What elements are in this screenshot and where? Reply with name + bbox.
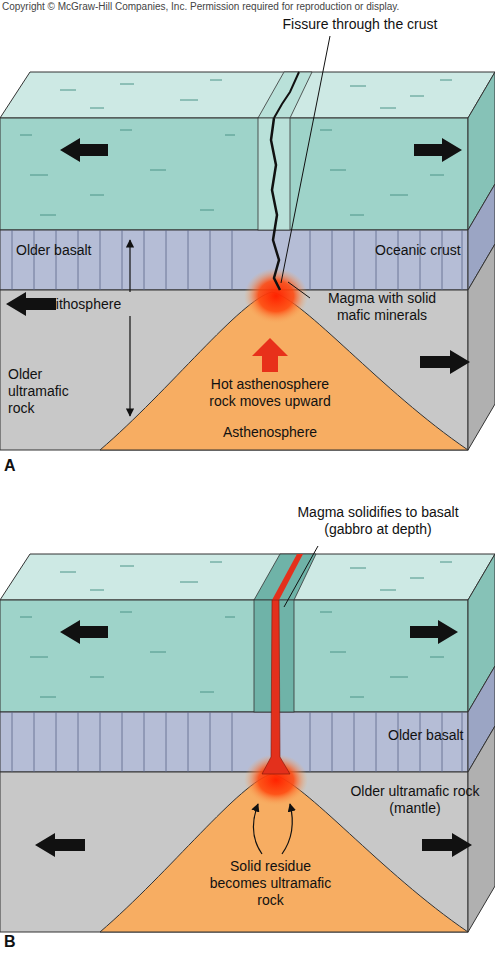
panel-letter: B bbox=[4, 932, 34, 952]
water-texture bbox=[20, 562, 452, 697]
panel-b bbox=[0, 546, 495, 932]
mantle-side bbox=[468, 244, 495, 450]
copyright-note: Copyright © McGraw-Hill Companies, Inc. … bbox=[2, 1, 492, 13]
basalt-dike bbox=[262, 600, 290, 774]
part-label: Magma solidifies to basalt (gabbro at de… bbox=[278, 504, 478, 538]
ridge-top bbox=[254, 554, 316, 600]
part-label: Fissure through the crust bbox=[250, 16, 470, 33]
part-label: Older basalt bbox=[388, 727, 488, 744]
ocean-surface bbox=[0, 554, 495, 600]
part-label: Older ultramafic rock (mantle) bbox=[335, 783, 495, 817]
fissure bbox=[271, 118, 280, 290]
leader-line bbox=[284, 546, 318, 607]
water-texture bbox=[20, 80, 452, 215]
leader-line bbox=[288, 282, 310, 298]
residue-arrow bbox=[282, 804, 292, 854]
spreading-arrow bbox=[420, 350, 470, 374]
residue-arrow bbox=[253, 804, 262, 854]
spreading-arrow bbox=[410, 620, 458, 644]
leader-line bbox=[281, 36, 330, 283]
ocean-surface bbox=[0, 72, 495, 118]
spreading-arrow bbox=[60, 138, 108, 162]
part-label: Asthenosphere bbox=[200, 424, 340, 441]
mantle-side bbox=[468, 726, 495, 932]
fissure bbox=[274, 72, 299, 118]
spreading-arrow bbox=[422, 833, 472, 857]
panel-a bbox=[0, 36, 495, 450]
part-label: Older basalt bbox=[16, 242, 126, 259]
panel-letter: A bbox=[4, 456, 34, 476]
spreading-arrow bbox=[414, 138, 462, 162]
part-label: Magma with solid mafic minerals bbox=[312, 290, 452, 324]
upwelling-arrow bbox=[252, 338, 288, 372]
thickness-arrow bbox=[129, 316, 130, 416]
thickness-arrow bbox=[129, 240, 130, 292]
part-label: Older ultramafic rock bbox=[8, 366, 83, 417]
part-label: Solid residue becomes ultramafic rock bbox=[203, 858, 338, 909]
ridge-top bbox=[258, 72, 312, 118]
part-label: Lithosphere bbox=[48, 296, 158, 313]
basalt-dike bbox=[272, 554, 303, 600]
part-label: Hot asthenosphere rock moves upward bbox=[200, 376, 340, 410]
spreading-arrow bbox=[35, 833, 85, 857]
part-label: Oceanic crust bbox=[375, 242, 475, 259]
mantle bbox=[0, 290, 468, 450]
oceanic-crust bbox=[0, 230, 468, 290]
magma-body bbox=[244, 268, 308, 324]
crust-columns bbox=[12, 230, 462, 290]
spreading-arrow bbox=[60, 620, 108, 644]
